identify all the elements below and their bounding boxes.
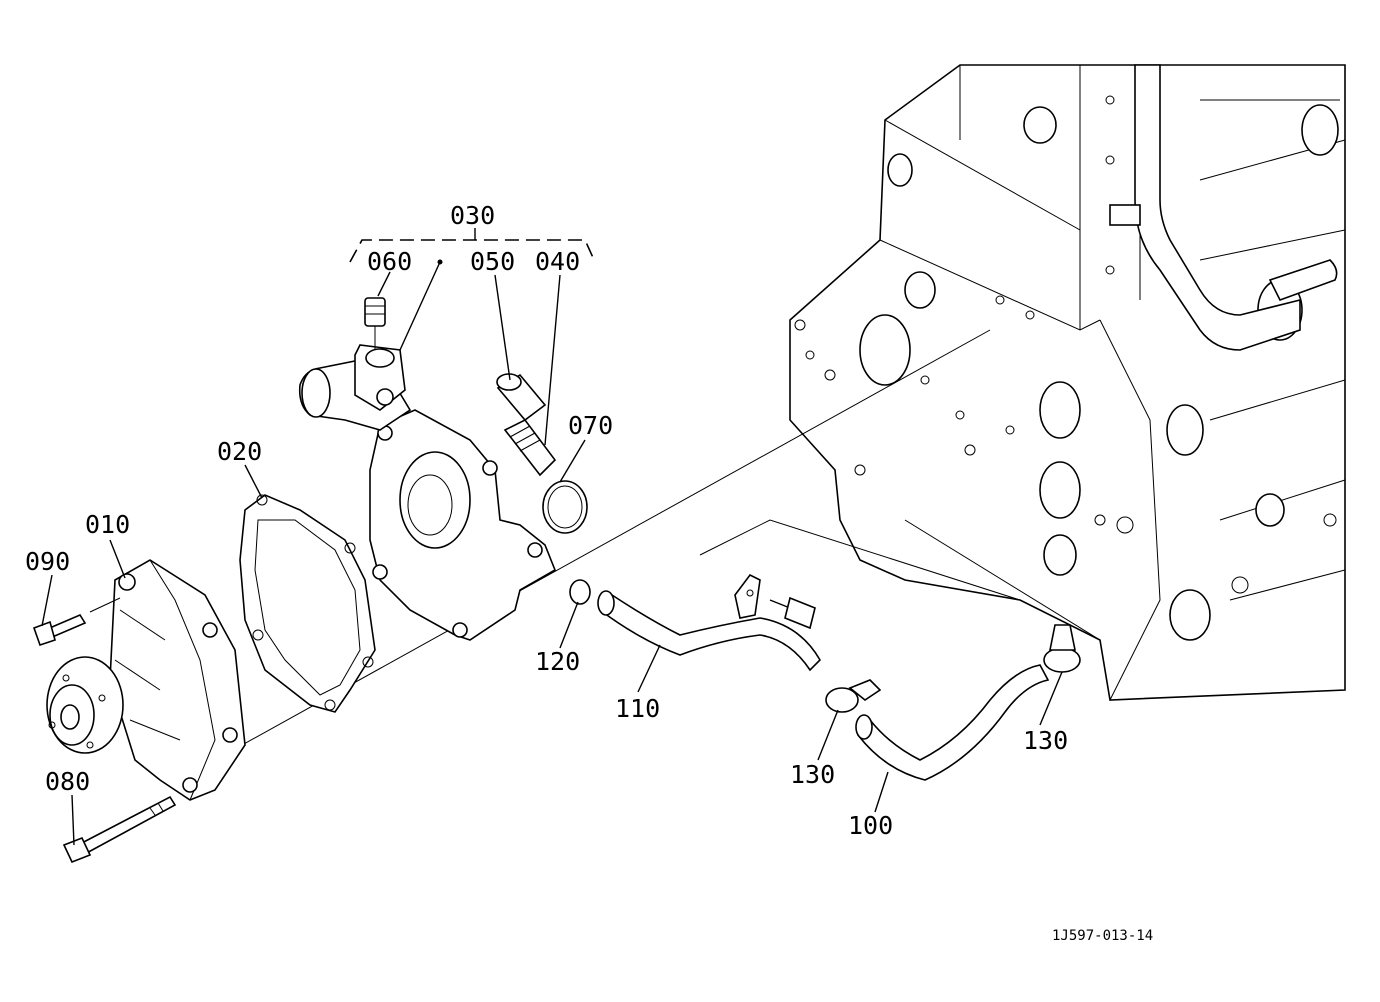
plug: [364, 297, 386, 350]
label-060: 060: [367, 247, 412, 276]
label-040: 040: [535, 247, 580, 276]
hose-clamp-b: [1043, 624, 1081, 673]
assembly-bracket: [349, 239, 596, 263]
hose-clamp-a: [825, 679, 882, 713]
leader-lines: [41, 261, 1063, 846]
water-flange: [298, 344, 557, 641]
label-020: 020: [217, 437, 262, 466]
bolt-090: [32, 597, 121, 647]
bolt-pipe: [769, 596, 816, 630]
center-line: [169, 329, 991, 786]
o-ring-120: [569, 579, 591, 605]
label-110: 110: [615, 694, 660, 723]
pipe-050: [496, 373, 547, 422]
label-130-right: 130: [1023, 726, 1068, 755]
label-100: 100: [848, 811, 893, 840]
o-ring-070: [542, 480, 588, 534]
water-pipe-110: [597, 573, 821, 672]
reference-code: 1J597-013-14: [1052, 928, 1153, 944]
fitting-040: [503, 418, 557, 477]
hose-guide-line: [699, 519, 1101, 641]
label-120: 120: [535, 647, 580, 676]
label-050: 050: [470, 247, 515, 276]
label-080: 080: [45, 767, 90, 796]
label-030: 030: [450, 201, 495, 230]
bolt-080: [62, 795, 177, 864]
label-070: 070: [568, 411, 613, 440]
gasket: [239, 494, 376, 713]
engine-block: [789, 64, 1346, 701]
water-hose-100: [855, 664, 1050, 781]
label-130-left: 130: [790, 760, 835, 789]
water-pump: [46, 559, 246, 801]
label-010: 010: [85, 510, 130, 539]
label-090: 090: [25, 547, 70, 576]
